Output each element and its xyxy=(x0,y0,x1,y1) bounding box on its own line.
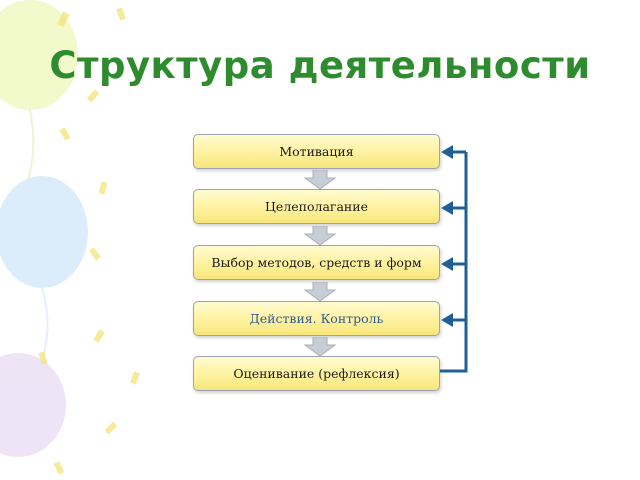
balloon-blue xyxy=(0,176,88,288)
step-goal-setting: Целеполагание xyxy=(193,189,440,224)
confetti xyxy=(59,127,71,141)
down-arrow-icon xyxy=(303,337,337,357)
confetti xyxy=(93,329,105,343)
arrowhead-icon xyxy=(441,201,453,215)
down-arrow-icon xyxy=(303,282,337,302)
step-motivation: Мотивация xyxy=(193,134,440,169)
balloon-purple xyxy=(0,353,66,457)
arrowhead-icon xyxy=(441,257,453,271)
confetti xyxy=(104,421,118,435)
down-arrow-icon xyxy=(303,170,337,190)
confetti xyxy=(130,371,140,385)
confetti xyxy=(89,247,101,261)
confetti xyxy=(53,461,65,475)
page-title: Структура деятельности xyxy=(49,44,591,87)
feedback-line xyxy=(440,152,468,373)
down-arrow-icon xyxy=(303,226,337,246)
step-method-selection: Выбор методов, средств и форм xyxy=(193,245,440,280)
arrowhead-icon xyxy=(441,145,453,159)
balloon-green xyxy=(0,0,78,110)
confetti xyxy=(116,7,126,21)
confetti xyxy=(86,89,100,103)
step-evaluation: Оценивание (рефлексия) xyxy=(193,356,440,391)
arrowhead-icon xyxy=(441,313,453,327)
confetti xyxy=(57,11,70,28)
step-action-control: Действия. Контроль xyxy=(193,301,440,336)
confetti xyxy=(38,351,48,365)
